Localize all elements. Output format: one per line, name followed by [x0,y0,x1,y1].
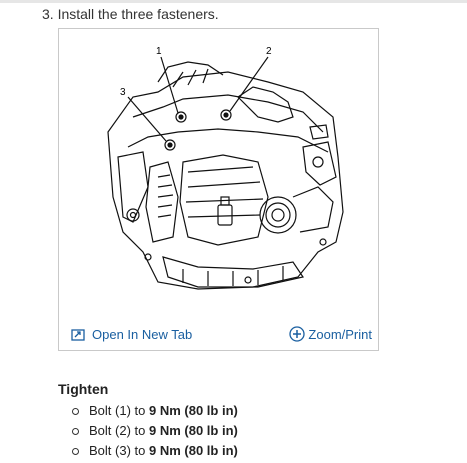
tighten-heading: Tighten [58,381,109,397]
list-item: Bolt (2) to 9 Nm (80 lb in) [72,421,238,441]
zoom-print-label: Zoom/Print [308,326,372,342]
torque-value: 9 Nm (80 lb in) [148,403,238,418]
figure-actions: Open In New Tab Zoom/Print [59,323,378,351]
list-item: Bolt (1) to 9 Nm (80 lb in) [72,401,238,421]
engine-illustration[interactable]: 1 2 3 [88,37,350,321]
list-item: Bolt (3) to 9 Nm (80 lb in) [72,441,238,461]
figure-panel: 1 2 3 Open In New Tab Zoom/Print [58,28,379,351]
step-instruction: 3. Install the three fasteners. [42,6,219,22]
top-divider [0,0,467,3]
torque-value: 9 Nm (80 lb in) [148,423,238,438]
bullet-icon [72,407,79,415]
zoom-print-link[interactable]: Zoom/Print [289,326,372,342]
callout-2: 2 [266,46,272,57]
bolt-label: Bolt (2) to [89,423,146,438]
callout-1: 1 [156,46,162,57]
torque-value: 9 Nm (80 lb in) [148,443,238,458]
bolt-label: Bolt (1) to [89,403,146,418]
open-external-icon [71,328,85,341]
zoom-plus-icon [289,326,306,342]
torque-list: Bolt (1) to 9 Nm (80 lb in) Bolt (2) to … [72,401,238,461]
open-in-new-tab-link[interactable]: Open In New Tab [71,327,192,342]
bullet-icon [72,447,79,455]
bullet-icon [72,427,79,435]
open-in-new-tab-label: Open In New Tab [92,327,193,342]
bolt-label: Bolt (3) to [89,443,146,458]
callout-3: 3 [120,87,126,98]
